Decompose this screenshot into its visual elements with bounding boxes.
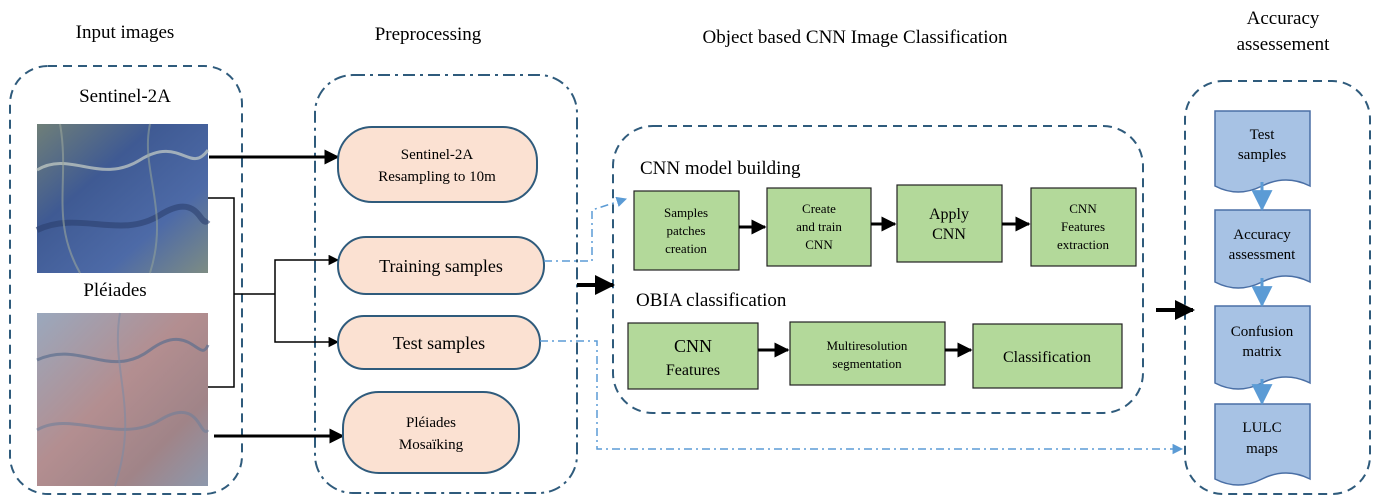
doc-test-samples: Test samples (1214, 110, 1311, 193)
svg-text:LULC: LULC (1242, 420, 1281, 436)
svg-text:patches: patches (667, 223, 706, 238)
doc-accuracy-assessment: Accuracy assessment (1214, 209, 1311, 289)
svg-text:Training samples: Training samples (379, 256, 503, 276)
header-accuracy-line2: assessement (1237, 34, 1331, 55)
create-train-cnn-box: Create and train CNN (766, 187, 872, 267)
svg-text:CNN: CNN (932, 226, 966, 243)
obia-classification-title: OBIA classification (636, 290, 787, 311)
svg-text:Apply: Apply (929, 206, 969, 223)
training-samples-box: Training samples (337, 236, 545, 295)
header-classification: Object based CNN Image Classification (703, 27, 1008, 48)
sentinel-resampling-box: Sentinel-2A Resampling to 10m (337, 126, 538, 203)
svg-text:matrix: matrix (1242, 344, 1282, 360)
svg-text:Features: Features (1061, 219, 1105, 234)
svg-text:Multiresolution: Multiresolution (827, 338, 908, 353)
pleiades-mosaiking-box: Pléiades Mosaïking (342, 391, 520, 474)
preprocessing-group (314, 74, 578, 494)
svg-text:samples: samples (1238, 147, 1286, 163)
pleiades-image (36, 312, 210, 487)
svg-text:CNN: CNN (1069, 201, 1097, 216)
header-preprocessing: Preprocessing (375, 24, 482, 45)
svg-text:Features: Features (666, 362, 720, 379)
sentinel-label: Sentinel-2A (79, 86, 171, 107)
svg-text:Sentinel-2A: Sentinel-2A (401, 147, 474, 163)
doc-lulc-maps: LULC maps (1214, 403, 1311, 486)
multiresolution-segmentation-box: Multiresolution segmentation (789, 321, 946, 386)
svg-text:Classification: Classification (1003, 349, 1091, 366)
svg-text:and train: and train (796, 219, 842, 234)
samples-patches-creation-box: Samples patches creation (633, 190, 740, 271)
svg-text:Resampling to 10m: Resampling to 10m (378, 169, 496, 185)
svg-text:Test samples: Test samples (393, 333, 485, 353)
svg-text:Accuracy: Accuracy (1233, 227, 1291, 243)
accuracy-group (1184, 80, 1371, 495)
classification-group (612, 125, 1144, 414)
header-accuracy-line1: Accuracy (1247, 8, 1320, 29)
svg-text:CNN: CNN (805, 237, 833, 252)
test-samples-box: Test samples (337, 315, 541, 370)
sample-connector-lines (208, 197, 340, 388)
cnn-model-building-title: CNN model building (640, 158, 801, 179)
header-input-images: Input images (76, 22, 175, 43)
svg-text:assessment: assessment (1229, 247, 1296, 263)
svg-text:CNN: CNN (674, 336, 712, 356)
svg-text:Create: Create (802, 201, 836, 216)
svg-text:segmentation: segmentation (832, 356, 902, 371)
cnn-features-box: CNN Features (627, 322, 759, 390)
svg-text:Pléiades: Pléiades (406, 415, 456, 431)
input-images-group (9, 65, 243, 495)
pleiades-label: Pléiades (83, 280, 146, 301)
apply-cnn-box: Apply CNN (896, 184, 1003, 263)
sentinel-image (35, 123, 211, 274)
dashed-arrow-test-to-accuracy (540, 340, 1184, 455)
cnn-building-arrows (739, 216, 1031, 235)
svg-text:Mosaïking: Mosaïking (399, 437, 464, 453)
cnn-features-extraction-box: CNN Features extraction (1030, 187, 1137, 267)
svg-text:extraction: extraction (1057, 237, 1109, 252)
svg-text:Test: Test (1250, 127, 1276, 143)
svg-text:Samples: Samples (664, 205, 708, 220)
svg-text:maps: maps (1246, 441, 1278, 457)
svg-text:Confusion: Confusion (1231, 324, 1294, 340)
classification-box: Classification (972, 323, 1123, 389)
svg-text:creation: creation (665, 241, 707, 256)
doc-confusion-matrix: Confusion matrix (1214, 305, 1311, 390)
dashed-arrow-training-to-cnn (544, 196, 627, 262)
